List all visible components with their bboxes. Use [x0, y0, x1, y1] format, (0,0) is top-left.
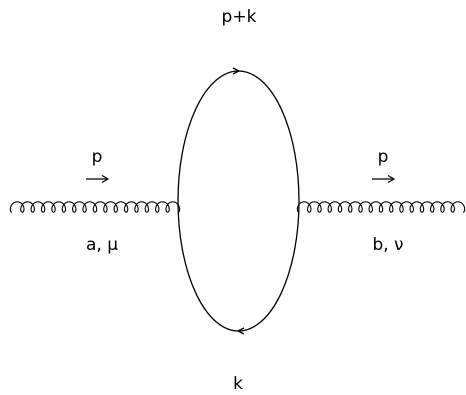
gluon-line-right [296, 201, 466, 213]
gluon-line-left [9, 201, 181, 213]
left-momentum-label: p [92, 147, 103, 167]
left-momentum-arrow-icon [86, 174, 110, 184]
bottom-momentum-label: k [233, 374, 243, 394]
right-momentum-arrow-icon [372, 174, 396, 184]
left-indices-label: a, μ [86, 235, 118, 255]
right-momentum-label: p [378, 147, 389, 167]
fermion-loop [177, 70, 300, 332]
right-indices-label: b, ν [372, 235, 403, 255]
top-momentum-label: p+k [222, 7, 257, 27]
loop-bottom-arrow-icon [236, 327, 245, 335]
loop-top-arrow-icon [232, 67, 241, 75]
